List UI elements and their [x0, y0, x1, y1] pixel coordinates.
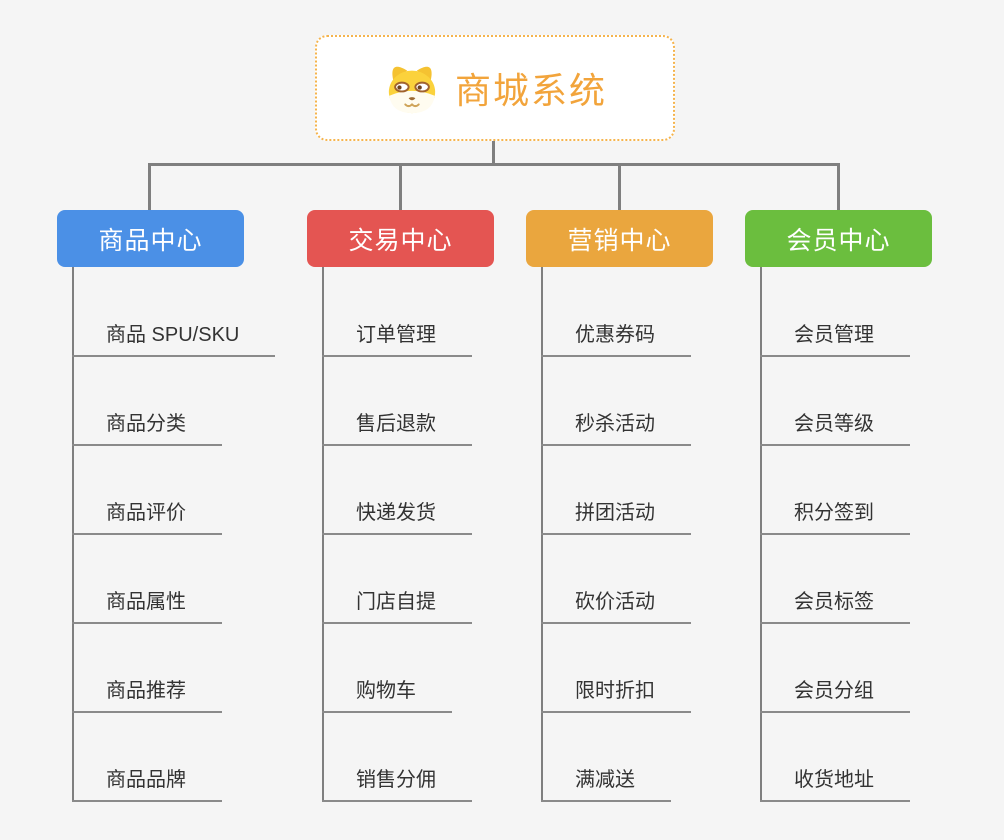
- root-title: 商城系统: [454, 70, 607, 111]
- leaf-item[interactable]: 商品品牌: [72, 769, 222, 802]
- root-node[interactable]: 商城系统: [315, 35, 675, 141]
- connector-horizontal: [148, 163, 840, 166]
- leaf-item[interactable]: 快递发货: [322, 502, 472, 535]
- branch-node-product[interactable]: 商品中心: [57, 210, 244, 267]
- leaf-item[interactable]: 会员分组: [760, 680, 910, 713]
- connector-drop-3: [618, 163, 621, 211]
- leaf-item[interactable]: 收货地址: [760, 769, 910, 802]
- connector-drop-2: [399, 163, 402, 211]
- leaf-item[interactable]: 拼团活动: [541, 502, 691, 535]
- connector-drop-4: [837, 163, 840, 211]
- branch-node-member[interactable]: 会员中心: [745, 210, 932, 267]
- leaf-item[interactable]: 秒杀活动: [541, 413, 691, 446]
- branch-node-marketing[interactable]: 营销中心: [526, 210, 713, 267]
- leaf-item[interactable]: 优惠券码: [541, 324, 691, 357]
- leaf-item[interactable]: 售后退款: [322, 413, 472, 446]
- leaf-item[interactable]: 限时折扣: [541, 680, 691, 713]
- leaf-item[interactable]: 积分签到: [760, 502, 910, 535]
- leaf-item[interactable]: 商品分类: [72, 413, 222, 446]
- leaf-item[interactable]: 商品推荐: [72, 680, 222, 713]
- leaf-item[interactable]: 满减送: [541, 769, 671, 802]
- leaf-item[interactable]: 砍价活动: [541, 591, 691, 624]
- leaf-item[interactable]: 会员标签: [760, 591, 910, 624]
- dog-mascot-icon: [388, 66, 436, 114]
- connector-root-drop: [492, 141, 495, 166]
- leaf-item[interactable]: 购物车: [322, 680, 452, 713]
- leaf-item[interactable]: 会员管理: [760, 324, 910, 357]
- connector-drop-1: [148, 163, 151, 211]
- leaf-item[interactable]: 商品 SPU/SKU: [72, 324, 276, 357]
- leaf-item[interactable]: 会员等级: [760, 413, 910, 446]
- leaf-item[interactable]: 商品评价: [72, 502, 222, 535]
- leaf-item[interactable]: 商品属性: [72, 591, 222, 624]
- leaf-item[interactable]: 销售分佣: [322, 769, 472, 802]
- branch-node-trade[interactable]: 交易中心: [307, 210, 494, 267]
- leaf-item[interactable]: 门店自提: [322, 591, 472, 624]
- leaf-item[interactable]: 订单管理: [322, 324, 472, 357]
